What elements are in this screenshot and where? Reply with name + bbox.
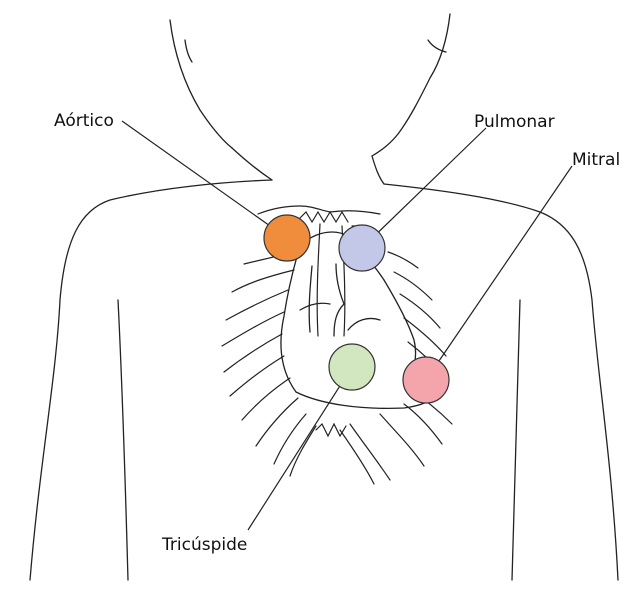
aortic-label: Aórtico: [54, 111, 114, 131]
mitral-leader: [426, 166, 572, 380]
aortic-site: [264, 215, 310, 261]
ribs-left: [222, 250, 316, 476]
aortic-leader: [122, 121, 287, 238]
pulmonary-site: [339, 225, 385, 271]
mitral-label: Mitral: [572, 150, 620, 170]
mitral-site: [403, 357, 449, 403]
tricuspid-site: [329, 344, 375, 390]
pulmonary-label: Pulmonar: [474, 112, 555, 132]
tricuspid-label: Tricúspide: [161, 535, 247, 555]
torso-outline: [30, 14, 618, 580]
tricuspid-leader: [248, 367, 352, 530]
pulmonary-leader: [362, 128, 486, 248]
